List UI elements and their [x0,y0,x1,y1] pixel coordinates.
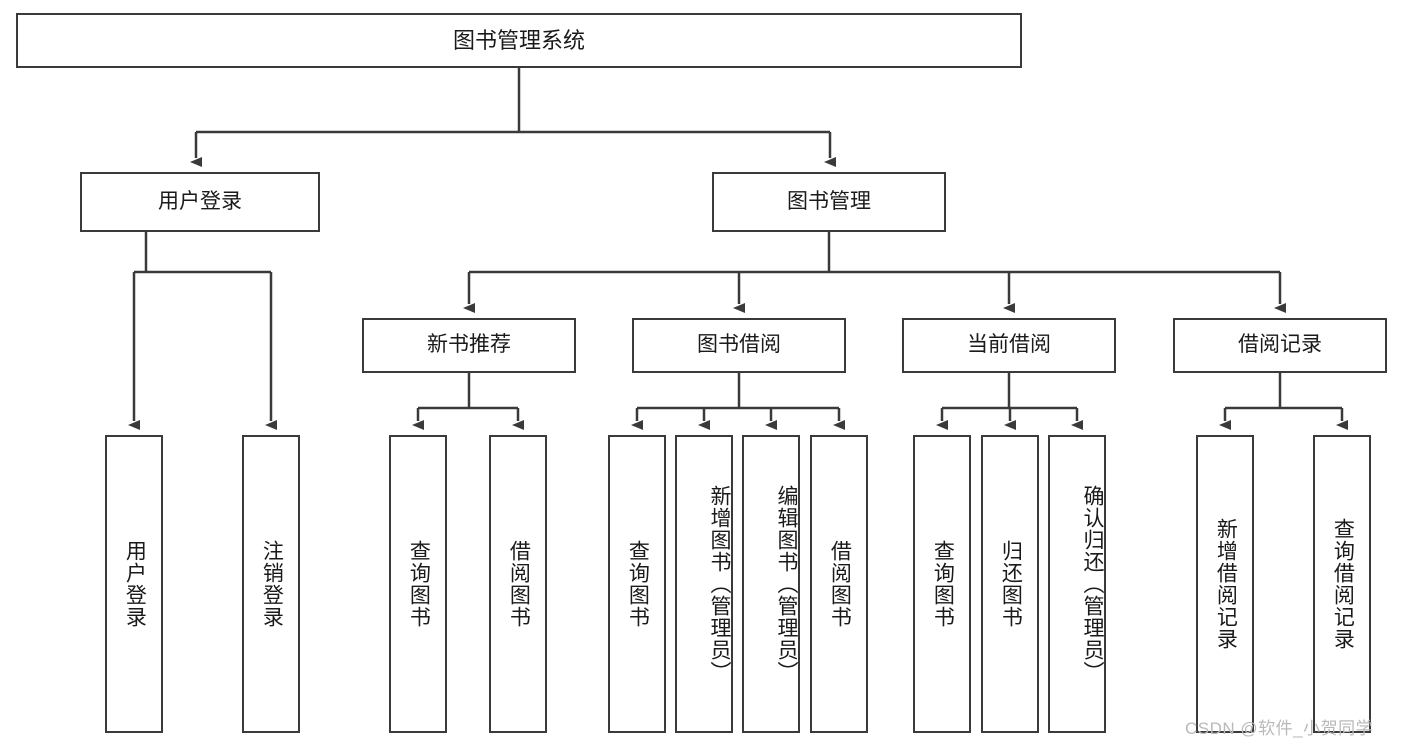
node-new-book-recommend[interactable]: 新书推荐 [362,318,576,373]
node-label: 注销登录 [260,540,284,628]
node-book-management[interactable]: 图书管理 [712,172,946,232]
leaf-borrow-book-recommend[interactable]: 借阅图书 [489,435,547,733]
node-label: 借阅图书 [507,540,531,628]
node-book-borrow[interactable]: 图书借阅 [632,318,846,373]
leaf-user-login[interactable]: 用户登录 [105,435,163,733]
leaf-borrow-book[interactable]: 借阅图书 [810,435,868,733]
node-label: 查询图书 [407,540,431,628]
node-user-login[interactable]: 用户登录 [80,172,320,232]
leaf-query-borrow-record[interactable]: 查询借阅记录 [1313,435,1371,733]
leaf-query-book-borrow[interactable]: 查询图书 [608,435,666,733]
node-root-book-management-system[interactable]: 图书管理系统 [16,13,1022,68]
node-label: 用户登录 [123,540,147,628]
node-label: 查询图书 [626,540,650,628]
node-label: 编辑图书（管理员） [775,485,798,683]
leaf-add-book-admin[interactable]: 新增图书（管理员） [675,435,733,733]
leaf-edit-book-admin[interactable]: 编辑图书（管理员） [742,435,800,733]
csdn-watermark: CSDN @软件_小贺同学 [1185,719,1374,738]
node-label: 图书管理 [787,189,871,213]
node-label: 新增图书（管理员） [708,485,731,683]
leaf-add-borrow-record[interactable]: 新增借阅记录 [1196,435,1254,733]
node-label: 新增借阅记录 [1214,518,1238,650]
node-current-borrow[interactable]: 当前借阅 [902,318,1116,373]
node-label: 图书管理系统 [452,27,585,53]
node-label: 用户登录 [158,189,242,213]
node-label: 归还图书 [999,540,1023,628]
leaf-logout-login[interactable]: 注销登录 [242,435,300,733]
node-label: 新书推荐 [427,333,511,357]
node-label: 借阅记录 [1238,333,1322,357]
node-label: 当前借阅 [967,333,1051,357]
node-label: 借阅图书 [828,540,852,628]
leaf-query-book-current[interactable]: 查询图书 [913,435,971,733]
node-borrow-record[interactable]: 借阅记录 [1173,318,1387,373]
leaf-confirm-return-admin[interactable]: 确认归还（管理员） [1048,435,1106,733]
leaf-return-book[interactable]: 归还图书 [981,435,1039,733]
node-label: 查询借阅记录 [1331,518,1355,650]
node-label: 图书借阅 [697,333,781,357]
node-label: 查询图书 [931,540,955,628]
node-label: 确认归还（管理员） [1081,485,1104,683]
leaf-query-book-recommend[interactable]: 查询图书 [389,435,447,733]
